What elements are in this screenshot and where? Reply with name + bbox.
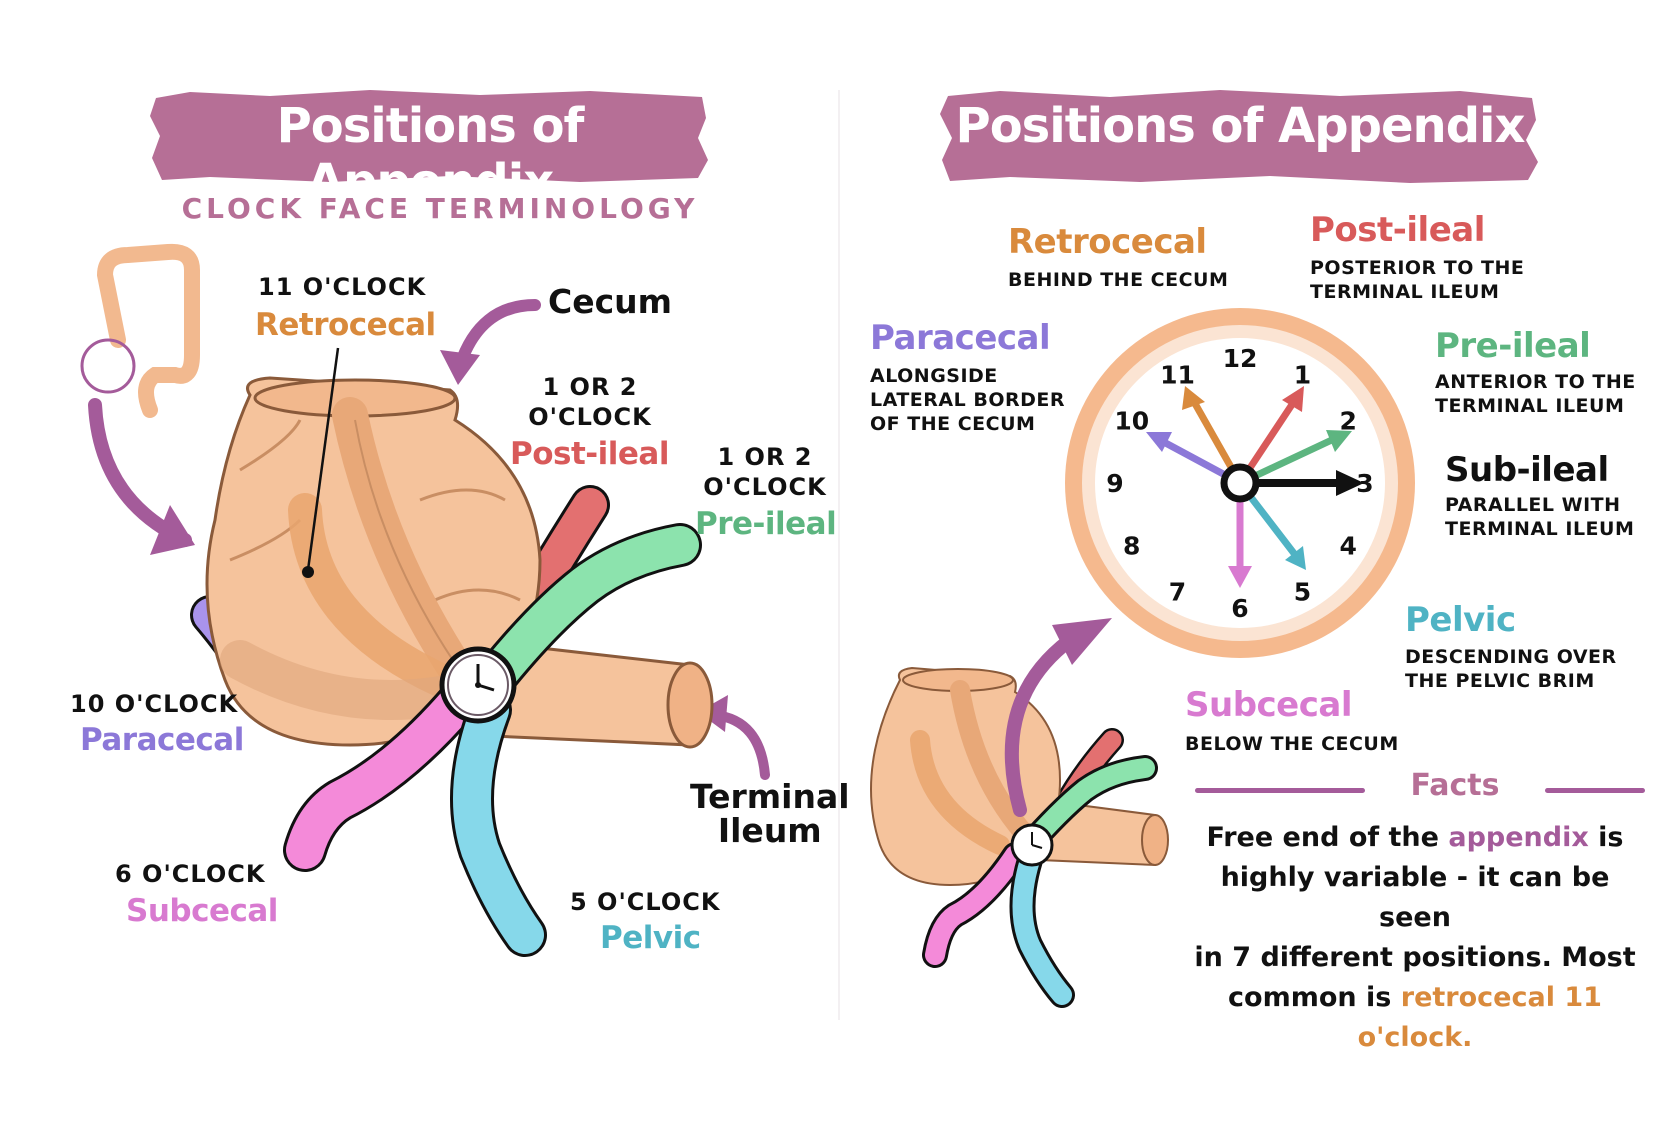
retrocecal-leader-line xyxy=(306,347,340,571)
arrow-5-pelvic xyxy=(1237,480,1299,559)
arrow-10-paracecal xyxy=(1158,436,1242,487)
postileal-title: Post-ileal xyxy=(1310,210,1485,250)
preileal-desc: ANTERIOR TO THE TERMINAL ILEUM xyxy=(1435,371,1636,417)
arrow-2-preileal xyxy=(1238,434,1338,487)
retrocecal-desc: BEHIND THE CECUM xyxy=(1008,269,1229,291)
clock-number-5: 5 xyxy=(1294,577,1311,606)
small-clock-icon xyxy=(439,646,517,724)
clock-number-4: 4 xyxy=(1340,532,1357,561)
facts-divider-left xyxy=(1195,788,1365,793)
right-title-banner: Positions of Appendix xyxy=(940,88,1540,184)
left-title: Positions of Appendix xyxy=(276,98,585,210)
mini-arrow-head xyxy=(1052,618,1112,665)
clock-numbers: 12 12 3 45 6 78 9 10 11 xyxy=(1106,344,1373,623)
pelvic-name-label: Pelvic xyxy=(600,920,701,956)
clock-number-3: 3 xyxy=(1356,469,1373,498)
mini-to-clock-arrow xyxy=(1004,633,1077,817)
colon-arrow-head xyxy=(150,505,195,555)
colon-icon xyxy=(96,243,200,418)
clock-arrows xyxy=(1146,386,1364,588)
postileal-desc: POSTERIOR TO THE TERMINAL ILEUM xyxy=(1310,257,1525,303)
panel-divider xyxy=(838,90,840,1020)
clock-number-12: 12 xyxy=(1223,344,1258,373)
subileal-desc: PARALLEL WITH TERMINAL ILEUM xyxy=(1445,494,1635,540)
clock-number-8: 8 xyxy=(1123,532,1140,561)
facts-divider-right xyxy=(1545,788,1645,793)
facts-appendix-highlight: appendix xyxy=(1448,822,1589,853)
left-title-banner: Positions of Appendix xyxy=(150,88,710,210)
facts-body: Free end of the appendix is highly varia… xyxy=(1194,822,1636,1053)
cecum-arrow xyxy=(454,299,541,371)
terminal-ileum-label: Terminal Ileum xyxy=(690,777,850,850)
pelvic-title: Pelvic xyxy=(1405,600,1516,640)
clock-number-1: 1 xyxy=(1294,361,1311,390)
arrow-1-postileal xyxy=(1237,398,1298,485)
clock-number-7: 7 xyxy=(1169,577,1186,606)
right-title: Positions of Appendix xyxy=(955,98,1526,154)
preileal-title: Pre-ileal xyxy=(1435,326,1591,366)
pelvic-desc: DESCENDING OVER THE PELVIC BRIM xyxy=(1405,646,1617,692)
subcecal-title: Subcecal xyxy=(1185,685,1353,725)
subcecal-desc: BELOW THE CECUM xyxy=(1185,733,1399,755)
clock-number-11: 11 xyxy=(1160,361,1195,390)
cecum-label: Cecum xyxy=(548,282,673,321)
clock-number-2: 2 xyxy=(1340,407,1357,436)
paracecal-name-label: Paracecal xyxy=(80,722,244,758)
facts-retrocecal-highlight: retrocecal 11 o'clock. xyxy=(1357,982,1602,1053)
clock-number-9: 9 xyxy=(1106,469,1123,498)
retrocecal-name-label: Retrocecal xyxy=(255,307,436,343)
cecum-arrow-head xyxy=(440,350,480,385)
clock-face xyxy=(1065,308,1415,658)
left-panel: Positions of Appendix CLOCK FACE TERMINO… xyxy=(70,88,850,957)
paracecal-time-label: 10 O'CLOCK xyxy=(70,690,239,718)
facts-title: Facts xyxy=(1410,768,1500,803)
postileal-name-label: Post-ileal xyxy=(510,436,669,472)
preileal-time-label: 1 OR 2 O'CLOCK xyxy=(703,443,827,501)
paracecal-desc: ALONGSIDE LATERAL BORDER OF THE CECUM xyxy=(870,365,1065,435)
postileal-time-label: 1 OR 2 O'CLOCK xyxy=(528,373,652,431)
subileal-title: Sub-ileal xyxy=(1445,450,1609,490)
subcecal-name-label: Subcecal xyxy=(126,893,278,929)
subcecal-time-label: 6 O'CLOCK xyxy=(115,860,266,888)
retrocecal-appendix xyxy=(288,493,457,697)
preileal-name-label: Pre-ileal xyxy=(695,506,837,542)
pelvic-time-label: 5 O'CLOCK xyxy=(570,888,721,916)
mini-anatomy-illustration xyxy=(870,666,1169,1008)
arrow-11-retrocecal xyxy=(1189,398,1244,485)
left-subtitle: CLOCK FACE TERMINOLOGY xyxy=(181,192,699,225)
clock-number-6: 6 xyxy=(1231,594,1248,623)
clock-number-10: 10 xyxy=(1114,407,1149,436)
paracecal-title: Paracecal xyxy=(870,318,1051,358)
retrocecal-time-label: 11 O'CLOCK xyxy=(258,273,427,301)
retrocecal-title: Retrocecal xyxy=(1008,222,1207,262)
appendix-anatomy-illustration xyxy=(80,243,770,957)
colon-highlight-circle xyxy=(80,338,136,394)
